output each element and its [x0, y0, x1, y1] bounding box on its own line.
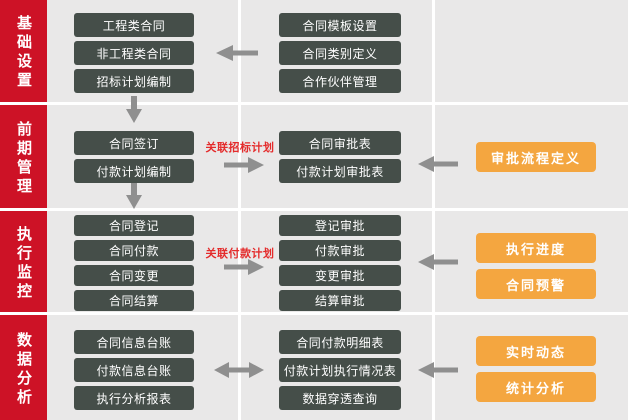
arrow-right-icon	[224, 157, 264, 173]
horizontal-divider-1	[0, 102, 628, 105]
flow-box: 付款计划编制	[74, 159, 194, 183]
arrow-left-icon	[418, 254, 458, 270]
flow-box: 非工程类合同	[74, 41, 194, 65]
section3-col1: 合同登记 合同付款 合同变更 合同结算	[74, 215, 194, 311]
feature-box: 执行进度	[476, 233, 596, 263]
flow-box: 合同审批表	[279, 131, 401, 155]
flow-box: 合作伙伴管理	[279, 69, 401, 93]
flow-box: 结算审批	[279, 290, 401, 311]
arrow-right-icon	[224, 259, 264, 275]
flow-box: 付款信息台账	[74, 358, 194, 382]
section1-col1: 工程类合同 非工程类合同 招标计划编制	[74, 13, 194, 93]
flow-box: 合同模板设置	[279, 13, 401, 37]
arrow-down-icon	[126, 96, 142, 123]
section3-col2: 登记审批 付款审批 变更审批 结算审批	[279, 215, 401, 311]
section2-col2: 合同审批表 付款计划审批表	[279, 131, 401, 183]
section-label-exec-monitoring: 执行监控	[15, 226, 32, 302]
flow-box: 执行分析报表	[74, 386, 194, 410]
flow-box: 招标计划编制	[74, 69, 194, 93]
flow-box: 合同付款	[74, 240, 194, 261]
flow-box: 付款审批	[279, 240, 401, 261]
flow-box: 付款计划审批表	[279, 159, 401, 183]
horizontal-divider-3	[0, 312, 628, 315]
arrow-left-right-icon	[214, 362, 264, 378]
section3-col3: 执行进度 合同预警	[476, 233, 596, 299]
flow-box: 合同类别定义	[279, 41, 401, 65]
arrow-down-icon	[126, 183, 142, 209]
arrow-left-icon	[418, 362, 458, 378]
horizontal-divider-2	[0, 208, 628, 211]
arrow-left-icon	[418, 156, 458, 172]
section2-col1: 合同签订 付款计划编制	[74, 131, 194, 183]
arrow-left-icon	[216, 45, 258, 61]
flow-box: 登记审批	[279, 215, 401, 236]
flow-box: 付款计划执行情况表	[279, 358, 401, 382]
flow-box: 合同信息台账	[74, 330, 194, 354]
section4-col2: 合同付款明细表 付款计划执行情况表 数据穿透查询	[279, 330, 401, 410]
link-label-bid-plan: 关联招标计划	[205, 142, 275, 154]
flow-box: 合同付款明细表	[279, 330, 401, 354]
flow-box: 合同签订	[74, 131, 194, 155]
flow-box: 数据穿透查询	[279, 386, 401, 410]
feature-box: 实时动态	[476, 336, 596, 366]
flow-box: 合同登记	[74, 215, 194, 236]
link-label-payment-plan: 关联付款计划	[205, 248, 275, 260]
feature-box: 统计分析	[476, 372, 596, 402]
section-label-early-management: 前期管理	[15, 121, 32, 197]
section-label-basic-setup: 基础设置	[15, 15, 32, 91]
feature-box: 合同预警	[476, 269, 596, 299]
flow-box: 变更审批	[279, 265, 401, 286]
section4-col1: 合同信息台账 付款信息台账 执行分析报表	[74, 330, 194, 410]
section-label-data-analysis: 数据分析	[15, 332, 32, 408]
section4-col3: 实时动态 统计分析	[476, 336, 596, 402]
feature-box: 审批流程定义	[476, 142, 596, 172]
flow-box: 工程类合同	[74, 13, 194, 37]
section1-col2: 合同模板设置 合同类别定义 合作伙伴管理	[279, 13, 401, 93]
section2-col3: 审批流程定义	[476, 142, 596, 172]
flow-box: 合同结算	[74, 290, 194, 311]
flow-box: 合同变更	[74, 265, 194, 286]
